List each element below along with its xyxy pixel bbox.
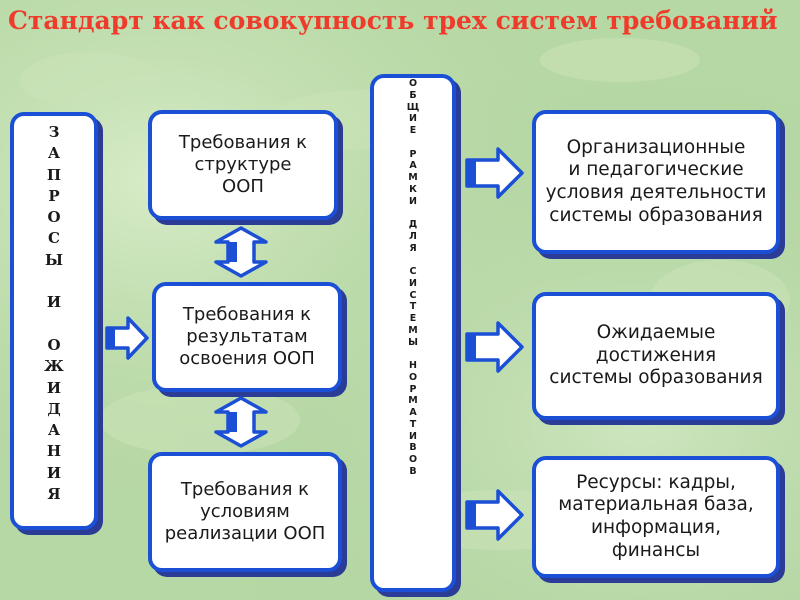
vertical-letter: И: [46, 378, 62, 397]
right-arrow-icon: [465, 147, 524, 199]
vertical-letter: Е: [409, 125, 417, 136]
vertical-letter: О: [408, 371, 418, 383]
vertical-letter: И: [46, 293, 62, 312]
vertical-letter: Л: [409, 230, 417, 242]
vertical-letter: И: [409, 277, 417, 289]
vertical-letter: Т: [409, 418, 417, 430]
vertical-letter: Б: [409, 89, 417, 101]
vertical-letter: Р: [48, 186, 60, 205]
vertical-letter: А: [409, 160, 417, 172]
requirement-text-results: Требования к результатам освоения ООП: [179, 304, 315, 369]
vertical-letter: Я: [409, 242, 417, 254]
right-arrow-icon: [465, 489, 524, 541]
vertical-letter: Р: [409, 383, 417, 395]
vertical-letter: Е: [409, 313, 417, 324]
up-down-arrow-icon: [214, 226, 268, 278]
vertical-letter: А: [47, 144, 61, 163]
outcome-text-resources: Ресурсы: кадры, материальная база, инфор…: [558, 471, 754, 561]
vertical-letter: М: [408, 172, 418, 183]
vertical-letter: О: [47, 335, 61, 354]
requirement-text-conditions: Требования к условиям реализации ООП: [164, 479, 326, 544]
vertical-letter: В: [409, 465, 417, 477]
vertical-letter: И: [46, 463, 62, 482]
vertical-letter: [411, 348, 414, 360]
right-arrow-icon: [105, 316, 149, 360]
vertical-letter: О: [47, 208, 61, 227]
vertical-letter: О: [408, 454, 418, 465]
vertical-letter: Ж: [44, 357, 64, 376]
vertical-letter: М: [408, 324, 418, 336]
requirement-text-structure: Требования к структуре ООП: [178, 132, 308, 197]
vertical-letter: [411, 137, 414, 149]
requirement-box-results: Требования к результатам освоения ООП: [152, 282, 342, 392]
vertical-letter: С: [409, 289, 417, 301]
vertical-letter: Н: [409, 360, 417, 371]
vertical-letter: Д: [408, 219, 418, 230]
vertical-letter: Ы: [408, 336, 418, 348]
vertical-letter: И: [409, 195, 417, 207]
vertical-letter: С: [409, 266, 417, 277]
outcome-box-resources: Ресурсы: кадры, материальная база, инфор…: [532, 456, 780, 578]
vertical-letter: И: [409, 430, 417, 442]
vertical-letter: Т: [409, 301, 417, 313]
vertical-letter: И: [409, 113, 417, 125]
outcome-text-conditions: Организационные и педагогические условия…: [545, 136, 767, 226]
requirement-box-conditions: Требования к условиям реализации ООП: [148, 452, 342, 572]
outcome-box-conditions: Организационные и педагогические условия…: [532, 110, 780, 254]
slide-title: Стандарт как совокупность трех систем тр…: [8, 6, 778, 35]
vertical-letter: М: [408, 395, 418, 407]
vertical-letter: З: [48, 123, 60, 141]
vertical-letter: С: [48, 229, 60, 248]
vertical-letter: Я: [47, 485, 61, 504]
up-down-arrow-icon: [214, 396, 268, 448]
requirement-box-structure: Требования к структуре ООП: [148, 110, 338, 220]
right-arrow-icon: [465, 321, 524, 373]
vertical-letter: Р: [409, 148, 417, 160]
vertical-letter: П: [46, 165, 62, 184]
vertical-letter: [411, 254, 414, 266]
vertical-letter: [411, 207, 414, 219]
vertical-letter: А: [47, 421, 61, 440]
vertical-letter: Д: [47, 399, 61, 418]
outcome-text-achievements: Ожидаемые достижения системы образования: [549, 322, 763, 389]
vertical-letter: В: [409, 442, 417, 454]
outcome-box-achievements: Ожидаемые достижения системы образования: [532, 292, 780, 420]
vertical-letter: [51, 271, 56, 292]
vertical-letter: Ы: [44, 250, 64, 269]
vertical-letter: К: [409, 183, 417, 195]
vertical-letter: [51, 314, 56, 335]
vertical-letter: Н: [46, 442, 62, 461]
vertical-letter: О: [408, 78, 418, 89]
vertical-letter: А: [409, 407, 417, 418]
vertical-letter: Щ: [406, 101, 420, 113]
